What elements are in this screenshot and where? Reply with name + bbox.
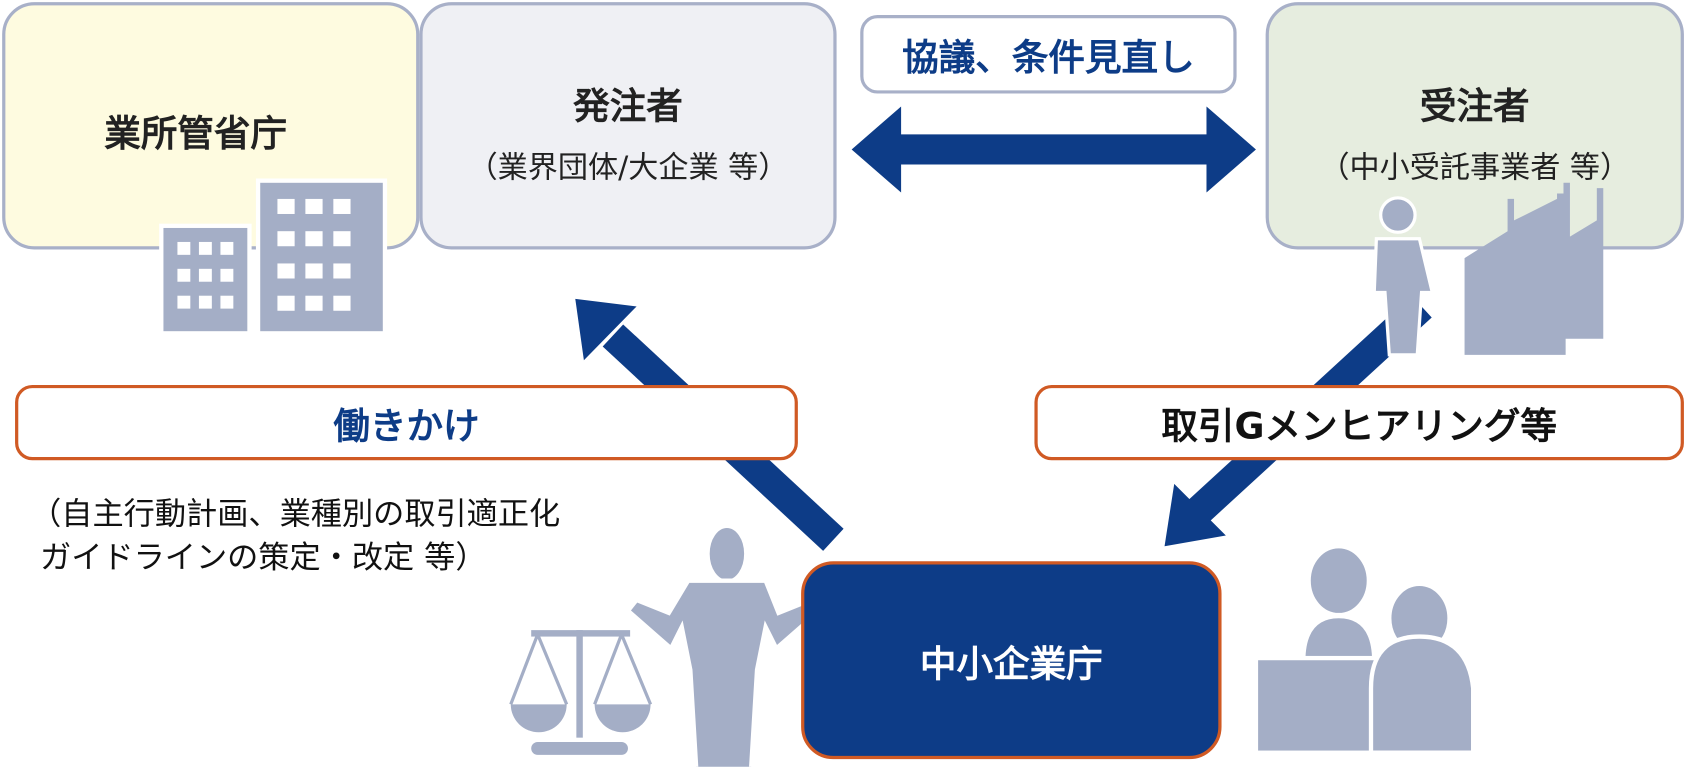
worker-icon: [1372, 196, 1435, 357]
buildings-icon: [159, 178, 388, 336]
factory-icon: [1464, 182, 1604, 355]
orderer-box: 発注者 （業界団体/大企業 等）: [419, 2, 837, 250]
outreach-note: （自主行動計画、業種別の取引適正化 ガイドラインの策定・改定 等）: [30, 492, 560, 578]
outreach-text: 働きかけ: [333, 404, 480, 448]
hearing-text: 取引Gメンヒアリング等: [1161, 404, 1557, 448]
scales-icon: [509, 630, 653, 755]
ministries-title: 業所管省庁: [104, 112, 288, 156]
hearing-label: 取引Gメンヒアリング等: [1034, 384, 1684, 461]
outreach-note-line2: ガイドラインの策定・改定 等）: [30, 538, 487, 576]
negotiation-text: 協議、条件見直し: [902, 36, 1195, 80]
ministries-box: 業所管省庁: [2, 2, 420, 250]
orderer-title: 発注者: [573, 84, 683, 128]
agency-box: 中小企業庁: [801, 561, 1222, 760]
agency-title: 中小企業庁: [919, 642, 1103, 686]
double-arrow: [851, 106, 1256, 193]
outreach-note-line1: （自主行動計画、業種別の取引適正化: [30, 495, 561, 533]
contractor-box: 受注者 （中小受託事業者 等）: [1265, 2, 1684, 250]
orderer-subtitle: （業界団体/大企業 等）: [467, 149, 789, 185]
contractor-subtitle: （中小受託事業者 等）: [1319, 149, 1631, 185]
outreach-label: 働きかけ: [15, 384, 798, 461]
businessman-icon: [625, 523, 823, 767]
contractor-title: 受注者: [1419, 84, 1530, 128]
meeting-icon: [1253, 544, 1476, 755]
negotiation-label: 協議、条件見直し: [860, 15, 1237, 94]
